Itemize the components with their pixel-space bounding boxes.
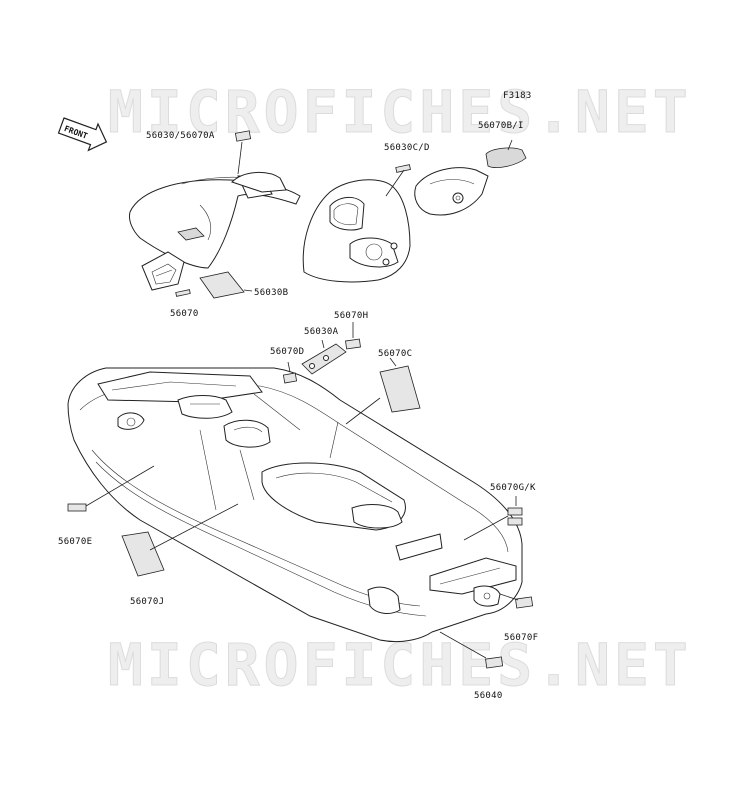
decal-56030b: [199, 271, 245, 299]
label-56070bi: 56070B/I: [478, 121, 524, 131]
decal-56030a: [301, 343, 347, 375]
label-56070gk: 56070G/K: [490, 483, 536, 493]
decal-56070c: [379, 365, 421, 413]
decal-56070h: [345, 338, 361, 350]
label-56030a: 56030A: [304, 327, 339, 337]
decal-56070d: [282, 372, 298, 384]
label-56070: 56070: [170, 309, 199, 319]
label-56070e: 56070E: [58, 537, 92, 547]
label-56030b: 56030B: [254, 288, 288, 298]
label-56070c: 56070C: [378, 349, 412, 359]
decal-56070e: [67, 503, 87, 512]
decal-56070a: [234, 130, 252, 142]
logo-panel-part: [141, 251, 185, 291]
decal-56070bi: [485, 147, 527, 168]
label-56040: 56040: [474, 691, 503, 701]
figure-code: F3183: [503, 91, 532, 101]
decal-56070: [175, 289, 191, 297]
decal-56070gk: [507, 507, 523, 526]
label-56030-56070a: 56030/56070A: [146, 131, 215, 141]
decal-56070j: [121, 531, 165, 577]
decal-56040: [485, 656, 504, 669]
decal-56070f: [515, 596, 534, 609]
label-56030cd: 56030C/D: [384, 143, 430, 153]
pad-part: [414, 167, 489, 216]
front-arrow-icon: FRONT: [57, 117, 108, 152]
seat-cover-part: [129, 172, 301, 269]
console-part: [302, 179, 411, 283]
label-56070f: 56070F: [504, 633, 538, 643]
hull-part: [67, 367, 523, 643]
label-56070h: 56070H: [334, 311, 368, 321]
label-56070j: 56070J: [130, 597, 164, 607]
label-56070d: 56070D: [270, 347, 304, 357]
watermark-top: MICROFICHES.NET: [108, 78, 692, 146]
